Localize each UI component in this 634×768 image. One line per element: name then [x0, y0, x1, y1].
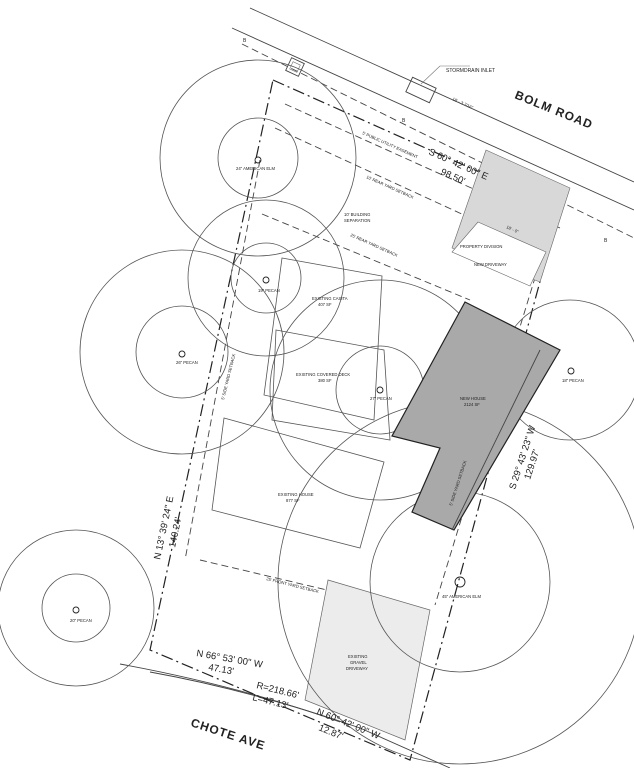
property-division-label: PROPERTY DIVISION: [460, 244, 502, 249]
tree-label-pecan-18: 18" PECAN: [562, 378, 584, 383]
south1-distance: 47.13': [207, 662, 234, 677]
new-driveway-label: NEW DRIVEWAY: [474, 262, 507, 267]
gravel-label-3: DRIVEWAY: [346, 666, 368, 671]
deck-sf: 380 SF: [318, 378, 332, 383]
rear-setback-10-label: 10' REAR YARD SETBACK: [366, 174, 415, 200]
gravel-label-1: EXISTING: [348, 654, 368, 659]
existing-house-sf: 877 SF: [286, 498, 300, 503]
dim-drive-label: 18' - 0": [506, 224, 520, 234]
stormdrain-inlet: STORMDRAIN INLET: [285, 57, 495, 104]
tree-trunks: [72, 156, 575, 614]
existing-structures: [211, 257, 391, 549]
tree-canopies: [0, 59, 634, 765]
tree-label-pecan-20: 20" PECAN: [70, 618, 92, 623]
property-boundary: [149, 79, 561, 761]
new-house: [391, 301, 561, 531]
b-mark: B: [604, 238, 608, 244]
gravel-label-2: GRAVEL: [350, 660, 367, 665]
b-marks: B B B: [243, 38, 608, 244]
rear-setback-25-label: 25' REAR YARD SETBACK: [350, 232, 399, 258]
existing-house-label: EXISTING HOUSE: [278, 492, 314, 497]
deck-label: EXISTING COVERED DECK: [296, 372, 350, 377]
tree-label-pecan-19: 19" PECAN: [258, 288, 280, 293]
bolm-road-label: BOLM ROAD: [513, 88, 595, 132]
utility-easement-label: 5' PUBLIC UTILITY EASEMENT: [362, 130, 420, 159]
chote-ave-label: CHOTE AVE: [189, 716, 267, 753]
new-house-sf: 2124 SF: [464, 402, 480, 407]
new-driveway-inner: [451, 221, 547, 287]
casita-label: EXISTING CASITA: [312, 296, 348, 301]
casita-sf: 407 SF: [318, 302, 332, 307]
tree-label-pecan-26: 26" PECAN: [176, 360, 198, 365]
tree-label-elm-24: 24" AMERICAN ELM: [236, 166, 275, 171]
b-mark: B: [243, 38, 247, 44]
building-separation-label-1: 10' BUILDING: [344, 212, 370, 217]
tree-label-elm-45: 45" AMERICAN ELM: [442, 594, 481, 599]
front-setback-label: 25' FRONT YARD SETBACK: [266, 576, 320, 594]
tree-label-pecan-27: 27" PECAN: [370, 396, 392, 401]
stormdrain-label: STORMDRAIN INLET: [446, 68, 495, 74]
b-mark: B: [402, 118, 406, 124]
existing-gravel-driveway: [304, 579, 431, 741]
dim-top-label: 18' - 3 7/16": [452, 96, 475, 110]
building-separation-label-2: SEPARATION: [344, 218, 370, 223]
bolm-road-edges: [231, 7, 634, 239]
new-house-label: NEW HOUSE: [460, 396, 486, 401]
